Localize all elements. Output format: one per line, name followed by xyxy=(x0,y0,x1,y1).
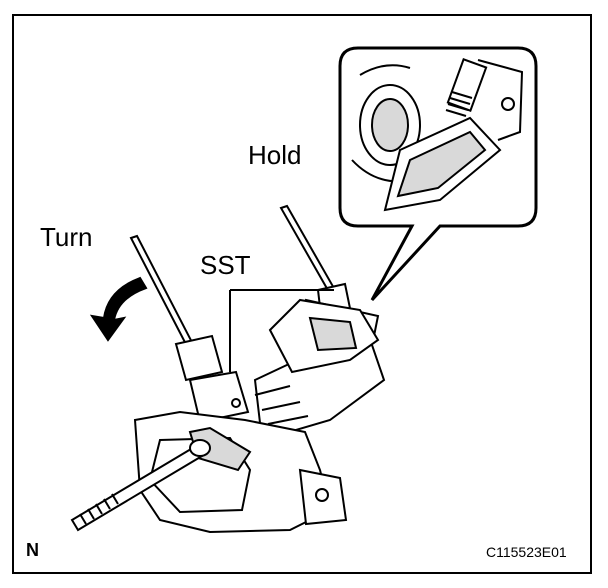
sst-leader-lines xyxy=(229,289,334,372)
figure-frame xyxy=(12,14,592,574)
hold-label: Hold xyxy=(248,140,302,170)
corner-mark-label: N xyxy=(26,540,39,560)
turn-label: Turn xyxy=(40,222,93,252)
figure-code-label: C115523E01 xyxy=(486,544,567,560)
sst-label: SST xyxy=(200,250,251,280)
tie-rod xyxy=(70,439,211,532)
curved-arrow-counterclockwise-icon xyxy=(89,276,148,342)
steering-gear-assembly xyxy=(133,298,386,534)
callout-detail-drawing xyxy=(351,58,524,212)
